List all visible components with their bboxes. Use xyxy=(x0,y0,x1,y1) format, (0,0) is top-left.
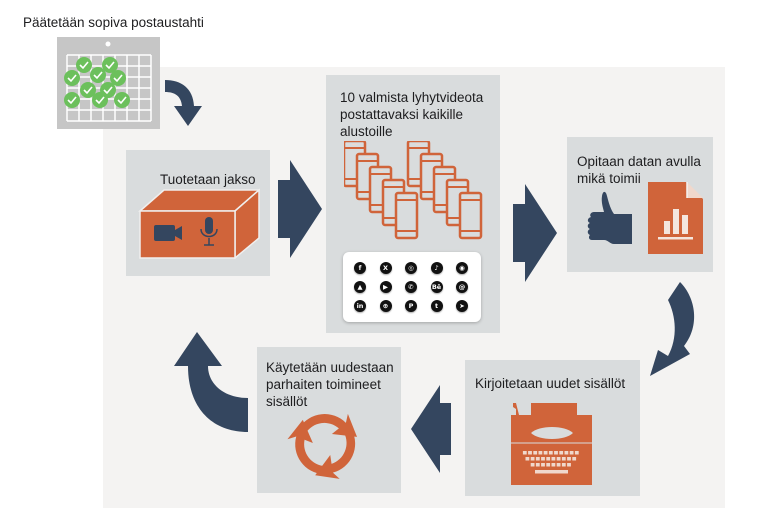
report-chart-icon xyxy=(648,182,704,254)
typewriter-icon xyxy=(509,403,594,485)
check-icon xyxy=(64,70,80,86)
behance-icon: Bē xyxy=(430,281,443,293)
check-icon xyxy=(80,82,96,98)
discord-icon: ◉ xyxy=(456,262,468,274)
phones-icon xyxy=(344,141,489,243)
cycle-arrow xyxy=(287,419,325,475)
label-line: Opitaan datan avulla xyxy=(577,154,701,169)
threads-icon: @ xyxy=(456,281,468,293)
twitch-icon: t xyxy=(430,300,443,312)
label-line: sisällöt xyxy=(266,394,308,409)
label-line: parhaiten toimineet xyxy=(266,377,381,392)
curved-arrow-down-left-icon xyxy=(648,280,700,380)
curved-arrow-up-icon xyxy=(172,332,248,436)
snapchat-icon: ▲ xyxy=(354,281,366,293)
facebook-icon: f xyxy=(354,262,366,274)
curved-arrow-down-icon xyxy=(163,76,207,128)
whatsapp-icon: ✆ xyxy=(405,281,417,293)
step-videos-label: 10 valmista lyhytvideota postattavaksi k… xyxy=(340,89,483,140)
x-icon: X xyxy=(379,262,392,274)
label-line: 10 valmista lyhytvideota xyxy=(340,90,484,105)
diagram-title: Päätetään sopiva postaustahti xyxy=(23,15,204,30)
phone-icon xyxy=(394,191,419,240)
telegram-icon: ➤ xyxy=(456,300,468,312)
step-learn-label: Opitaan datan avulla mikä toimii xyxy=(577,153,701,187)
cycle-arrow xyxy=(315,430,356,479)
linkedin-icon: in xyxy=(354,300,366,312)
youtube-icon: ▶ xyxy=(379,281,392,293)
check-icon xyxy=(102,57,118,73)
step-reuse-label: Käytetään uudestaan parhaiten toimineet … xyxy=(266,359,394,410)
tiktok-icon: ♪ xyxy=(430,262,443,274)
arrow-left-icon xyxy=(411,385,453,474)
instagram-icon: ◎ xyxy=(405,262,417,274)
check-icon xyxy=(76,57,92,73)
arrow-right-icon xyxy=(276,160,323,259)
step-write-label: Kirjoitetaan uudet sisällöt xyxy=(475,376,626,391)
check-icon xyxy=(90,67,106,83)
calendar-icon xyxy=(57,37,160,129)
step-produce-label: Tuotetaan jakso xyxy=(160,172,256,187)
label-line: alustoille xyxy=(340,124,393,139)
recycle-icon xyxy=(283,402,367,486)
check-icon xyxy=(92,92,108,108)
check-icon xyxy=(114,92,130,108)
dribbble-icon: ⊕ xyxy=(379,300,392,312)
check-icon xyxy=(64,92,80,108)
label-line: Käytetään uudestaan xyxy=(266,360,394,375)
pinterest-icon: P xyxy=(405,300,417,312)
cycle-arrow xyxy=(299,413,358,437)
phone-icon xyxy=(458,191,483,240)
thumbs-up-icon xyxy=(584,182,634,248)
arrow-right-icon xyxy=(511,184,558,283)
studio-box-icon xyxy=(138,187,260,259)
check-icon xyxy=(110,70,126,86)
label-line: mikä toimii xyxy=(577,171,641,186)
label-line: postattavaksi kaikille xyxy=(340,107,464,122)
